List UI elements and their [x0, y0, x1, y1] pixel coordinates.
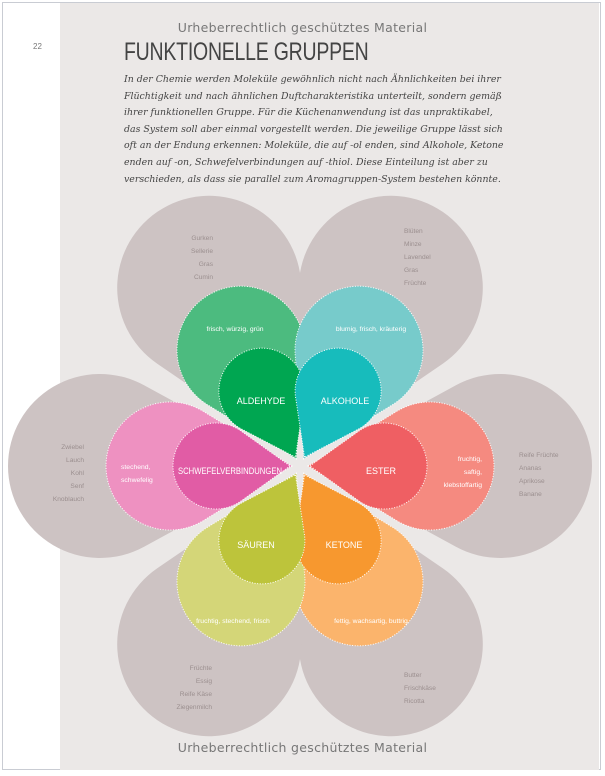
aldehyde-label: ALDEHYDE: [237, 396, 286, 406]
intro-line: oft an der Endung erkennen: Moleküle, di…: [124, 140, 504, 152]
ketone-label: KETONE: [326, 540, 363, 550]
schwefel-example: Lauch: [66, 457, 84, 464]
schwefel-inner-petal: [172, 422, 291, 510]
schwefel-label: SCHWEFELVERBINDUNGEN: [178, 466, 282, 476]
alkohole-example: Minze: [404, 241, 422, 248]
ketone-example: Butter: [404, 672, 422, 679]
saeuren-description: fruchtig, stechend, frisch: [196, 618, 270, 625]
schwefel-description: stechend,: [121, 464, 151, 471]
saeuren-label: SÄUREN: [237, 540, 275, 550]
alkohole-example: Früchte: [404, 280, 427, 287]
saeuren-example: Ziegenmilch: [176, 704, 212, 711]
page-title: FUNKTIONELLE GRUPPEN: [124, 38, 369, 66]
ketone-example: Frischkäse: [404, 685, 436, 692]
aldehyde-example: Gurken: [191, 235, 213, 242]
intro-text: In der Chemie werden Moleküle gewöhnlich…: [124, 72, 524, 188]
alkohole-label: ALKOHOLE: [321, 396, 370, 406]
ester-example: Aprikose: [519, 478, 545, 485]
ester-inner-petal: [309, 422, 428, 510]
ester-description: saftig,: [464, 469, 482, 476]
ester-description: klebstoffartig: [444, 482, 483, 489]
aldehyde-example: Gras: [199, 261, 214, 268]
saeuren-example: Reife Käse: [180, 691, 213, 698]
intro-line: enden auf -on, Schwefelverbindungen auf …: [124, 156, 488, 168]
intro-line: In der Chemie werden Moleküle gewöhnlich…: [124, 74, 501, 85]
alkohole-example: Blüten: [404, 228, 423, 235]
watermark-bottom: Urheberrechtlich geschütztes Material: [177, 740, 428, 755]
alkohole-example: Lavendel: [404, 254, 431, 261]
intro-line: ihrer funktionellen Gruppe. Für die Küch…: [124, 107, 493, 119]
schwefel-description: schwefelig: [121, 477, 153, 484]
schwefel-example: Zwiebel: [61, 444, 84, 451]
schwefel-example: Knoblauch: [53, 496, 84, 503]
schwefel-example: Senf: [70, 483, 84, 490]
ester-example: Reife Früchte: [519, 452, 559, 459]
schwefel-example: Kohl: [71, 470, 85, 477]
aldehyde-example: Cumin: [194, 274, 213, 281]
ester-label: ESTER: [366, 466, 397, 476]
alkohole-description: blumig, frisch, kräuterig: [336, 326, 406, 333]
ester-description: fruchtig,: [458, 456, 482, 463]
saeuren-example: Früchte: [190, 665, 213, 672]
alkohole-inner-petal: [294, 347, 382, 458]
page-number: 22: [33, 42, 42, 51]
ketone-example: Ricotta: [404, 698, 425, 705]
intro-line: Flüchtigkeit und nach ähnlichen Duftchar…: [124, 90, 502, 102]
saeuren-inner-petal: [218, 474, 306, 585]
aldehyde-description: frisch, würzig, grün: [206, 326, 263, 333]
watermark-top: Urheberrechtlich geschütztes Material: [177, 20, 428, 35]
ketone-description: fettig, wachsartig, buttrig: [334, 618, 408, 625]
alkohole-example: Gras: [404, 267, 419, 274]
aldehyde-example: Sellerie: [191, 248, 213, 255]
saeuren-example: Essig: [196, 678, 212, 685]
intro-line: verschieden, als dass sie parallel zum A…: [124, 173, 501, 185]
ester-example: Banane: [519, 491, 542, 498]
intro-line: das System soll aber einmal vorgestellt …: [124, 123, 503, 135]
ester-example: Ananas: [519, 465, 542, 472]
